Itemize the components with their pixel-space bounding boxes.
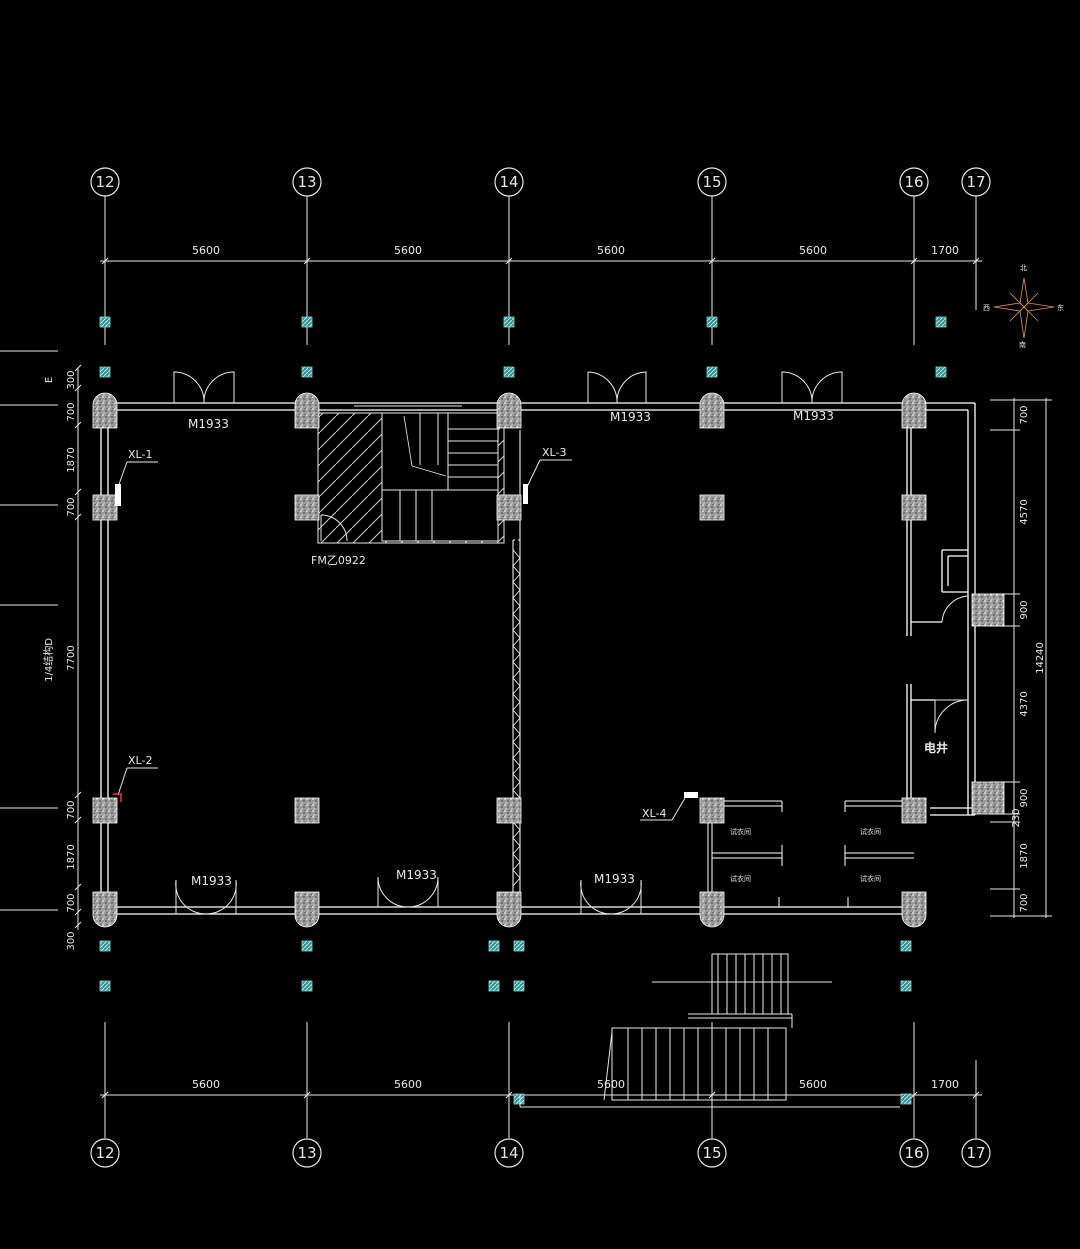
shaft-door-arc xyxy=(934,699,969,734)
fitting-room-label-1: 试衣间 xyxy=(730,827,751,836)
compass-rose-icon xyxy=(993,277,1055,339)
compass-south-label: 南 xyxy=(1019,340,1026,349)
right-dim-8: 700 xyxy=(1019,893,1030,912)
axis-label-top-12: 12 xyxy=(95,173,114,191)
compass-west-label: 西 xyxy=(983,304,990,312)
bottom-dim-3: 5600 xyxy=(597,1078,625,1091)
top-dim-5: 1700 xyxy=(931,244,959,257)
stairwell xyxy=(317,405,505,544)
right-dim-6: 230 xyxy=(1011,808,1022,827)
axis-label-bottom-17: 17 xyxy=(966,1144,985,1162)
left-total-label: 1/4结构D xyxy=(42,638,55,682)
left-axis-tag: E xyxy=(44,377,55,383)
axis-label-top-14: 14 xyxy=(499,173,518,191)
column-tag-xl4: XL-4 xyxy=(642,807,666,820)
right-dim-1: 700 xyxy=(1019,405,1030,424)
left-dim-8: 700 xyxy=(66,893,77,912)
axis-label-bottom-14: 14 xyxy=(499,1144,518,1162)
axis-label-bottom-12: 12 xyxy=(95,1144,114,1162)
electric-shaft-label: 电井 xyxy=(924,740,948,755)
fitting-room-label-2: 试衣间 xyxy=(860,827,881,836)
axis-label-top-16: 16 xyxy=(904,173,923,191)
fitting-room-label-4: 试衣间 xyxy=(860,874,881,883)
left-dim-7: 1870 xyxy=(66,844,77,869)
top-dim-2: 5600 xyxy=(394,244,422,257)
top-dim-4: 5600 xyxy=(799,244,827,257)
left-dim-1: 300 xyxy=(66,370,77,389)
fire-door-label: FM乙0922 xyxy=(311,554,366,567)
left-dim-5: 7700 xyxy=(66,645,77,670)
left-dim-6: 700 xyxy=(66,800,77,819)
side-door-arc xyxy=(941,595,969,623)
axis-bubbles-top xyxy=(90,167,991,197)
axis-label-top-13: 13 xyxy=(297,173,316,191)
compass-east-label: 东 xyxy=(1057,303,1064,312)
axis-label-bottom-15: 15 xyxy=(702,1144,721,1162)
door-label-top-1: M1933 xyxy=(188,417,229,431)
axis-label-top-15: 15 xyxy=(702,173,721,191)
column-tag-markers xyxy=(113,484,698,802)
axis-bubbles-bottom xyxy=(90,1138,991,1168)
left-dim-3: 1870 xyxy=(66,447,77,472)
right-dim-7: 1870 xyxy=(1019,843,1030,868)
compass-north-label: 北 xyxy=(1020,264,1027,272)
top-dim-1: 5600 xyxy=(192,244,220,257)
right-dim-3: 900 xyxy=(1019,600,1030,619)
door-label-bottom-1: M1933 xyxy=(191,874,232,888)
left-dim-2: 700 xyxy=(66,402,77,421)
left-dimension-line xyxy=(0,350,82,930)
axis-label-bottom-13: 13 xyxy=(297,1144,316,1162)
column-tag-xl3: XL-3 xyxy=(542,446,566,459)
top-dimension-line xyxy=(100,257,982,265)
right-dim-4: 4370 xyxy=(1019,691,1030,716)
left-dim-9: 300 xyxy=(66,931,77,950)
bottom-dimension-line xyxy=(100,1091,982,1099)
column-tag-xl1: XL-1 xyxy=(128,448,152,461)
exterior-walls xyxy=(100,402,976,915)
bottom-dim-4: 5600 xyxy=(799,1078,827,1091)
fitting-room-label-3: 试衣间 xyxy=(730,874,751,883)
door-label-top-3: M1933 xyxy=(793,409,834,423)
door-label-bottom-2: M1933 xyxy=(396,868,437,882)
axis-label-top-17: 17 xyxy=(966,173,985,191)
fitting-rooms xyxy=(707,800,914,907)
top-dim-3: 5600 xyxy=(597,244,625,257)
door-label-top-2: M1933 xyxy=(610,410,651,424)
bottom-dim-2: 5600 xyxy=(394,1078,422,1091)
bottom-dim-5: 1700 xyxy=(931,1078,959,1091)
column-tag-leaders xyxy=(117,459,686,821)
axis-label-bottom-16: 16 xyxy=(904,1144,923,1162)
left-dim-4: 700 xyxy=(66,497,77,516)
exterior-stairs xyxy=(519,953,900,1108)
column-tag-xl2: XL-2 xyxy=(128,754,152,767)
columns xyxy=(92,392,1005,928)
right-total-dim: 14240 xyxy=(1035,642,1046,674)
axis-grid-lines xyxy=(104,196,977,1138)
door-label-bottom-3: M1933 xyxy=(594,872,635,886)
right-dim-2: 4570 xyxy=(1019,499,1030,524)
right-dim-5: 900 xyxy=(1019,788,1030,807)
doors xyxy=(173,371,843,915)
bottom-dim-1: 5600 xyxy=(192,1078,220,1091)
pile-markers xyxy=(99,316,947,1105)
